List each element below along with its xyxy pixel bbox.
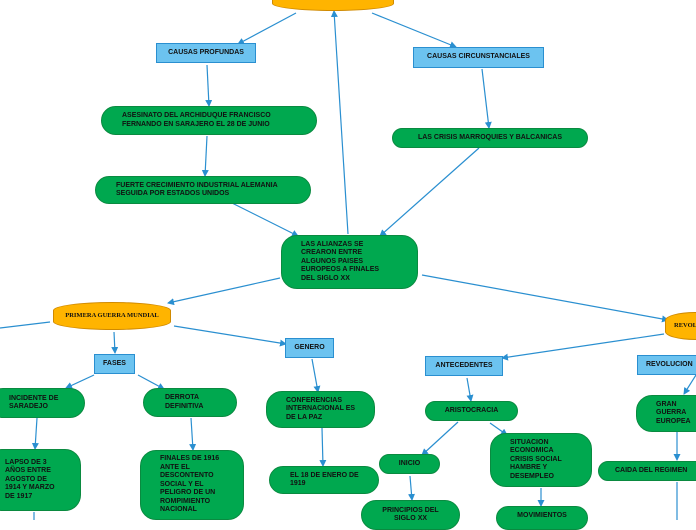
link-derrota-finales bbox=[189, 417, 197, 451]
finales-1916-label: FINALES DE 1916 ANTE EL DESCONTENTO SOCI… bbox=[160, 455, 220, 514]
fases-node[interactable]: FASES bbox=[94, 354, 135, 374]
enero-1919-node[interactable]: EL 18 DE ENERO DE 1919 bbox=[269, 466, 379, 494]
gran-guerra-node[interactable]: GRAN GUERRA EUROPEA bbox=[636, 395, 696, 432]
lapso-node[interactable]: LAPSO DE 3 AÑOS ENTRE AGOSTO DE 1914 Y M… bbox=[0, 449, 81, 511]
derrota-node[interactable]: DERROTA DEFINITIVA bbox=[143, 388, 237, 417]
crisis-marroquies-label: LAS CRISIS MARROQUIES Y BALCANICAS bbox=[417, 133, 563, 141]
caida-label: CAIDA DEL REGIMEN bbox=[615, 466, 688, 474]
link-root-causas-circunstanciales bbox=[371, 12, 457, 48]
link-revolucion-antecedentes bbox=[501, 333, 665, 361]
link-genero-conferencias bbox=[311, 358, 321, 393]
link-incidente-lapso bbox=[31, 417, 39, 450]
link-fases-incidente bbox=[65, 374, 95, 389]
antecedentes-node[interactable]: ANTECEDENTES bbox=[425, 356, 503, 376]
antecedentes-label: ANTECEDENTES bbox=[435, 361, 493, 369]
conferencias-node[interactable]: CONFERENCIAS INTERNACIONAL ES DE LA PAZ bbox=[266, 391, 375, 428]
primera-guerra-label: PRIMERA GUERRA MUNDIAL bbox=[65, 311, 159, 319]
asesinato-node[interactable]: ASESINATO DEL ARCHIDUQUE FRANCISCO FERNA… bbox=[101, 106, 317, 135]
link-primera-guerra-genero bbox=[173, 325, 287, 347]
link-primera-guerra-fases bbox=[111, 331, 119, 354]
incidente-node[interactable]: INCIDENTE DE SARADEJO bbox=[0, 388, 85, 418]
alianzas-node[interactable]: LAS ALIANZAS SE CREARON ENTRE ALGUNOS PA… bbox=[281, 235, 418, 289]
caida-node[interactable]: CAIDA DEL REGIMEN bbox=[598, 461, 696, 481]
link-crecimiento-alianzas bbox=[231, 202, 299, 237]
link-conferencias-enero bbox=[319, 427, 327, 467]
link-crisis-alianzas bbox=[379, 147, 480, 237]
link-alianzas-revolucion bbox=[421, 274, 669, 323]
causas-circunstanciales-node[interactable]: CAUSAS CIRCUNSTANCIALES bbox=[413, 47, 544, 68]
situacion-label: SITUACION ECONOMICA CRISIS SOCIAL HAMBRE… bbox=[510, 438, 562, 480]
movimientos-label: MOVIMIENTOS bbox=[517, 512, 567, 519]
gran-guerra-label: GRAN GUERRA EUROPEA bbox=[656, 400, 691, 425]
fases-label: FASES bbox=[103, 359, 126, 367]
movimientos-node[interactable]: MOVIMIENTOS bbox=[496, 506, 588, 530]
genero-node[interactable]: GENERO bbox=[285, 338, 334, 358]
inicio-label: INICIO bbox=[398, 459, 421, 467]
link-circunstanciales-crisis bbox=[481, 68, 492, 129]
asesinato-label: ASESINATO DEL ARCHIDUQUE FRANCISCO FERNA… bbox=[122, 112, 271, 128]
link-root-causas-profundas bbox=[237, 12, 297, 45]
link-antecedentes-aristocracia bbox=[466, 377, 474, 402]
revolucion-oval-node[interactable]: REVOL bbox=[665, 312, 696, 340]
link-alianzas-primera-guerra bbox=[167, 277, 281, 306]
lapso-label: LAPSO DE 3 AÑOS ENTRE AGOSTO DE 1914 Y M… bbox=[5, 458, 55, 500]
inicio-node[interactable]: INICIO bbox=[379, 454, 440, 474]
link-revolucion-gran-guerra bbox=[683, 374, 696, 395]
link-primera-guerra-left bbox=[0, 321, 51, 329]
genero-label: GENERO bbox=[294, 343, 325, 351]
derrota-label: DERROTA DEFINITIVA bbox=[165, 394, 204, 410]
crecimiento-label: FUERTE CRECIMIENTO INDUSTRIAL ALEMANIA S… bbox=[116, 181, 278, 198]
link-aristocracia-inicio bbox=[421, 421, 459, 456]
revolucion-node[interactable]: REVOLUCION bbox=[637, 355, 696, 375]
revolucion-oval-label: REVOL bbox=[674, 321, 696, 329]
crisis-marroquies-node[interactable]: LAS CRISIS MARROQUIES Y BALCANICAS bbox=[392, 128, 588, 148]
link-profundas-asesinato bbox=[205, 64, 213, 107]
link-inicio-principios bbox=[408, 475, 415, 501]
crecimiento-node[interactable]: FUERTE CRECIMIENTO INDUSTRIAL ALEMANIA S… bbox=[95, 176, 311, 204]
principios-label: PRINCIPIOS DEL SIGLO XX bbox=[382, 506, 439, 523]
causas-profundas-label: CAUSAS PROFUNDAS bbox=[168, 48, 244, 56]
incidente-label: INCIDENTE DE SARADEJO bbox=[9, 394, 59, 411]
situacion-node[interactable]: SITUACION ECONOMICA CRISIS SOCIAL HAMBRE… bbox=[490, 433, 592, 487]
link-fases-derrota bbox=[137, 374, 165, 390]
enero-1919-label: EL 18 DE ENERO DE 1919 bbox=[290, 471, 359, 488]
aristocracia-node[interactable]: ARISTOCRACIA bbox=[425, 401, 518, 421]
finales-1916-node[interactable]: FINALES DE 1916 ANTE EL DESCONTENTO SOCI… bbox=[140, 450, 244, 520]
causas-circunstanciales-label: CAUSAS CIRCUNSTANCIALES bbox=[427, 53, 530, 61]
principios-node[interactable]: PRINCIPIOS DEL SIGLO XX bbox=[361, 500, 460, 530]
link-alianzas-root bbox=[330, 10, 349, 235]
conferencias-label: CONFERENCIAS INTERNACIONAL ES DE LA PAZ bbox=[286, 396, 356, 421]
causas-profundas-node[interactable]: CAUSAS PROFUNDAS bbox=[156, 43, 256, 63]
aristocracia-label: ARISTOCRACIA bbox=[444, 406, 499, 414]
primera-guerra-node[interactable]: PRIMERA GUERRA MUNDIAL bbox=[53, 302, 171, 330]
revolucion-label: REVOLUCION bbox=[646, 360, 693, 368]
alianzas-label: LAS ALIANZAS SE CREARON ENTRE ALGUNOS PA… bbox=[301, 240, 380, 282]
link-asesinato-crecimiento bbox=[201, 135, 209, 177]
